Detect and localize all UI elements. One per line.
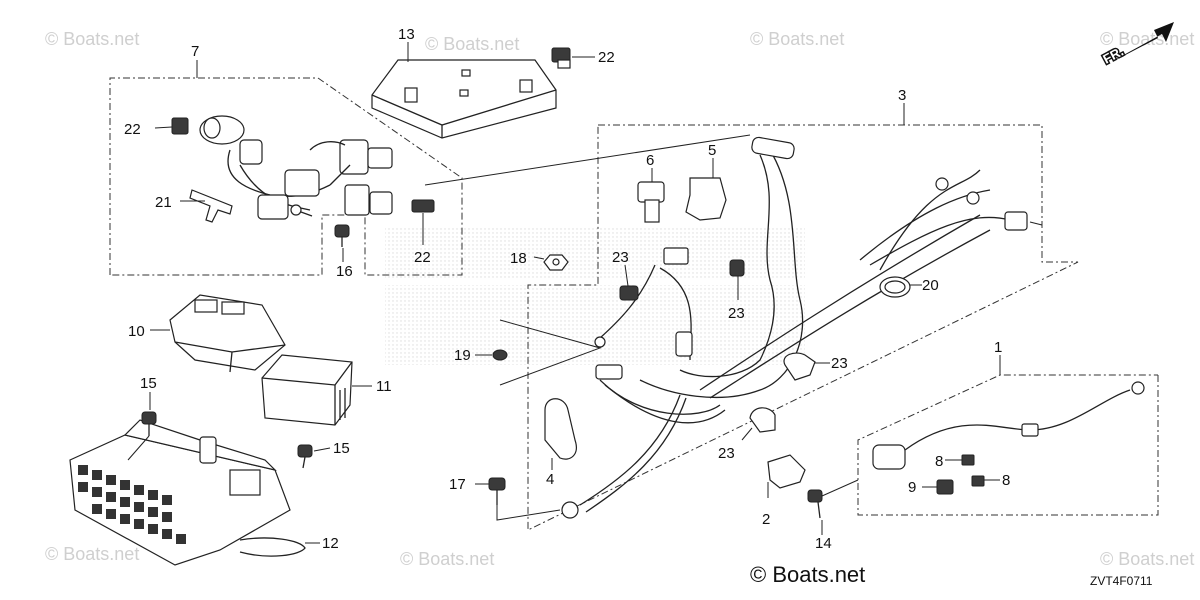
callout-17: 17	[449, 476, 466, 493]
bolt-15-lower	[297, 444, 331, 469]
background-watermark-block	[385, 228, 805, 365]
callout-22: 22	[124, 121, 141, 138]
callout-3: 3	[898, 87, 906, 104]
watermark: © Boats.net	[425, 34, 519, 54]
main-harness-3	[561, 136, 1043, 519]
callout-23: 23	[728, 305, 745, 322]
callout-18: 18	[510, 250, 527, 267]
callout-10: 10	[128, 323, 145, 340]
callout-1: 1	[994, 339, 1002, 356]
callout-16: 16	[336, 263, 353, 280]
callout-23: 23	[831, 355, 848, 372]
copyright-text: © Boats.net	[750, 562, 865, 587]
callout-4: 4	[546, 471, 554, 488]
watermarks: © Boats.net © Boats.net © Boats.net © Bo…	[45, 29, 1194, 569]
bolt-16	[334, 224, 350, 262]
callout-7: 7	[191, 43, 199, 60]
callout-23: 23	[718, 445, 735, 462]
watermark: © Boats.net	[400, 549, 494, 569]
bolt-17	[475, 477, 561, 521]
bracket-2	[767, 454, 806, 498]
washer-19	[475, 319, 602, 386]
callout-labels: 7 13 22 22 21 16 22 3 6 5 18 23 20 23 10…	[124, 26, 1010, 552]
bolt-15-upper	[127, 392, 157, 461]
callout-20: 20	[922, 277, 939, 294]
bracket-plate-13	[371, 42, 557, 139]
clip-23-d	[741, 407, 776, 441]
clip-22-right	[411, 199, 435, 245]
connector-9	[922, 479, 954, 495]
bolt-14	[807, 479, 859, 535]
callout-2: 2	[762, 511, 770, 528]
clip-23-b	[729, 259, 745, 300]
terminal-8-b	[971, 475, 1000, 487]
watermark: © Boats.net	[45, 29, 139, 49]
watermark: © Boats.net	[1100, 549, 1194, 569]
callout-15: 15	[140, 375, 157, 392]
nut-18	[533, 254, 569, 271]
boot-4	[544, 398, 577, 470]
clip-22	[551, 47, 595, 69]
cap-5	[685, 158, 727, 221]
callout-19: 19	[454, 347, 471, 364]
callout-13: 13	[398, 26, 415, 43]
diagram-code: ZVT4F0711	[1090, 574, 1153, 588]
watermark: © Boats.net	[1100, 29, 1194, 49]
sub-harness-1	[872, 381, 1145, 470]
assembly-outline-1	[857, 355, 1159, 516]
clip-22-left	[154, 117, 189, 135]
fuse-box-10	[150, 294, 286, 373]
terminal-8-a	[945, 454, 975, 466]
callout-12: 12	[322, 535, 339, 552]
clip-23-c	[783, 352, 830, 381]
tray-grid	[78, 465, 186, 544]
callout-22: 22	[598, 49, 615, 66]
watermark: © Boats.net	[45, 544, 139, 564]
sensor-6	[637, 168, 665, 223]
callout-8: 8	[935, 453, 943, 470]
watermark: © Boats.net	[750, 29, 844, 49]
sub-harness-7	[199, 115, 393, 220]
callout-5: 5	[708, 142, 716, 159]
callout-6: 6	[646, 152, 654, 169]
callout-15: 15	[333, 440, 350, 457]
callout-22: 22	[414, 249, 431, 266]
callout-11: 11	[376, 378, 392, 395]
clamp-20	[879, 276, 922, 298]
callout-14: 14	[815, 535, 832, 552]
assembly-outline-7	[109, 60, 463, 276]
assembly-outline-3	[527, 103, 1079, 531]
clip-23-a	[619, 264, 639, 301]
callout-9: 9	[908, 479, 916, 496]
callout-21: 21	[155, 194, 172, 211]
callout-23: 23	[612, 249, 629, 266]
callout-8: 8	[1002, 472, 1010, 489]
clip-21	[180, 189, 233, 223]
fuse-box-cover-11	[261, 354, 372, 426]
tray-12	[69, 419, 320, 566]
